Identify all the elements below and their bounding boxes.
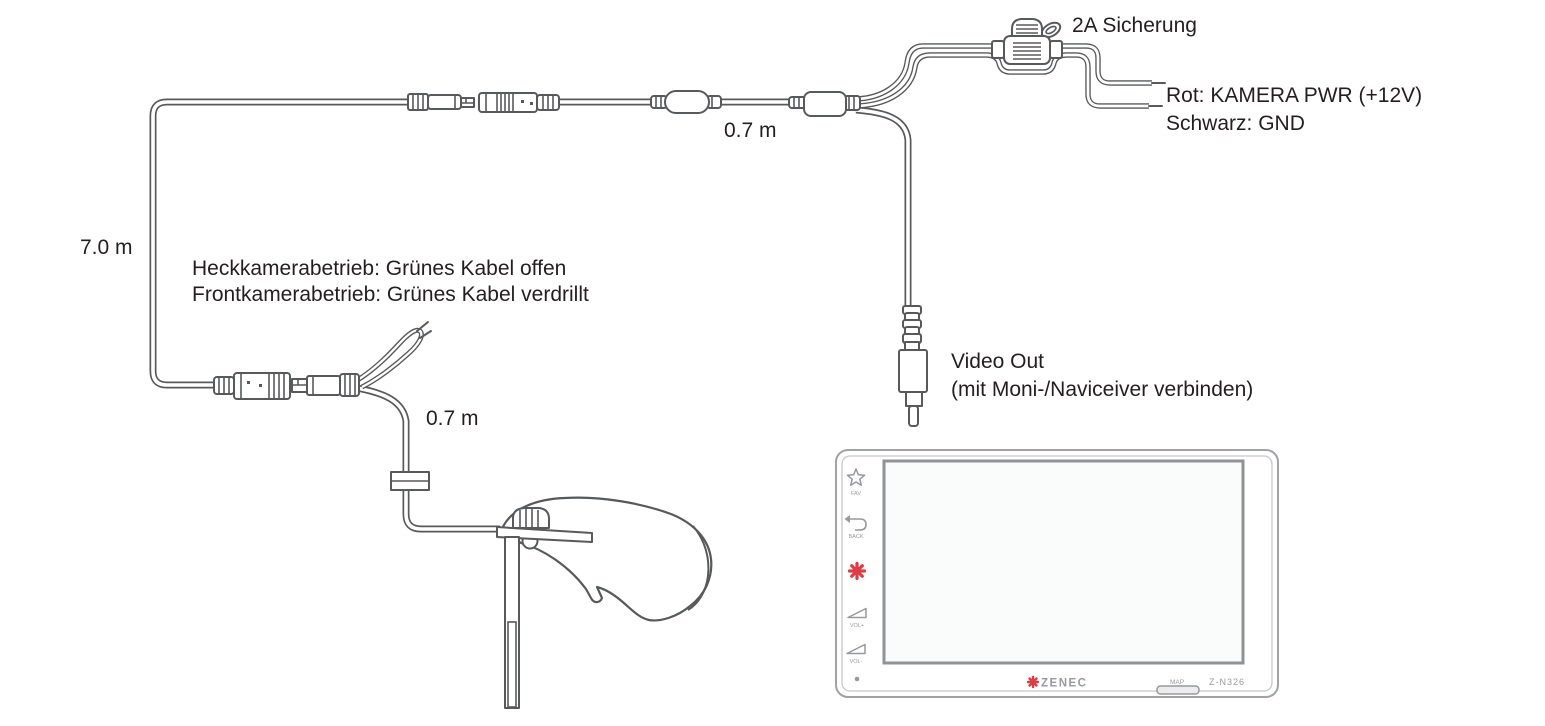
label-black-wire: Schwarz: GND [1166, 112, 1305, 135]
volume-down-icon [846, 643, 866, 655]
volume-up-icon [847, 607, 867, 619]
connector-female-camera [213, 372, 291, 400]
camera-bracket-strip [507, 621, 517, 708]
cable-joint [650, 90, 722, 114]
rca-connector [898, 305, 928, 427]
fav-button[interactable]: FAV [846, 468, 866, 497]
map-slot-label: MAP [1170, 679, 1184, 686]
camera-hinge-knob [512, 507, 550, 529]
back-arrow-icon [850, 518, 867, 531]
vol-down-label: VOL- [850, 659, 863, 665]
volume-down-button[interactable]: VOL- [846, 643, 866, 666]
zenec-logo-asterisk-icon [1026, 675, 1040, 689]
back-arrow-head [844, 515, 850, 523]
camera-lens-edge [687, 525, 710, 611]
label-cable-length-main: 7.0 m [80, 236, 133, 259]
power-wire-red [856, 46, 1166, 99]
power-wire-black [856, 55, 1163, 106]
camera-bracket-plate [496, 526, 593, 543]
fav-label: FAV [851, 491, 861, 497]
model-number: Z-N326 [1209, 677, 1245, 687]
label-fuse-rating: 2A Sicherung [1072, 14, 1197, 37]
mic-dot-icon [854, 676, 860, 682]
map-card-slot[interactable]: MAP [1156, 679, 1200, 695]
label-cable-length-mid: 0.7 m [724, 119, 777, 142]
zenec-home-button[interactable] [847, 561, 867, 581]
star-icon [846, 468, 866, 487]
camera-extension-cable-7m [153, 102, 410, 385]
camera-shell [500, 496, 713, 622]
head-unit-screen[interactable] [882, 459, 1245, 665]
label-rear-camera-mode: Heckkamerabetrieb: Grünes Kabel offen [192, 257, 567, 280]
zenec-logo: ZENEC [1026, 675, 1087, 690]
cable-clamp [390, 471, 430, 491]
camera [496, 496, 713, 709]
back-label: BACK [849, 534, 864, 540]
sd-slot [1156, 685, 1200, 695]
fuse-holder [991, 18, 1063, 65]
label-cable-length-camera: 0.7 m [426, 407, 479, 430]
label-video-out-title: Video Out [951, 350, 1045, 373]
cable-splitter [788, 91, 861, 117]
green-trigger-wire-loop [356, 321, 432, 387]
connector-male-top [407, 93, 475, 111]
label-red-wire: Rot: KAMERA PWR (+12V) [1166, 84, 1423, 107]
head-unit: FAV BACK VOL+ VOL- ZENEC MAP Z-N326 [835, 449, 1279, 698]
label-video-out-note: (mit Moni-/Naviceiver verbinden) [951, 378, 1254, 401]
label-front-camera-mode: Frontkamerabetrieb: Grünes Kabel verdril… [192, 283, 589, 306]
vol-up-label: VOL+ [850, 623, 864, 629]
connector-female-top [478, 92, 560, 113]
zenec-asterisk-icon [847, 561, 867, 581]
volume-up-button[interactable]: VOL+ [847, 607, 867, 630]
video-cable [856, 110, 908, 307]
zenec-brand-text: ZENEC [1041, 678, 1087, 690]
back-button[interactable]: BACK [844, 515, 867, 540]
connector-male-camera [291, 373, 360, 397]
